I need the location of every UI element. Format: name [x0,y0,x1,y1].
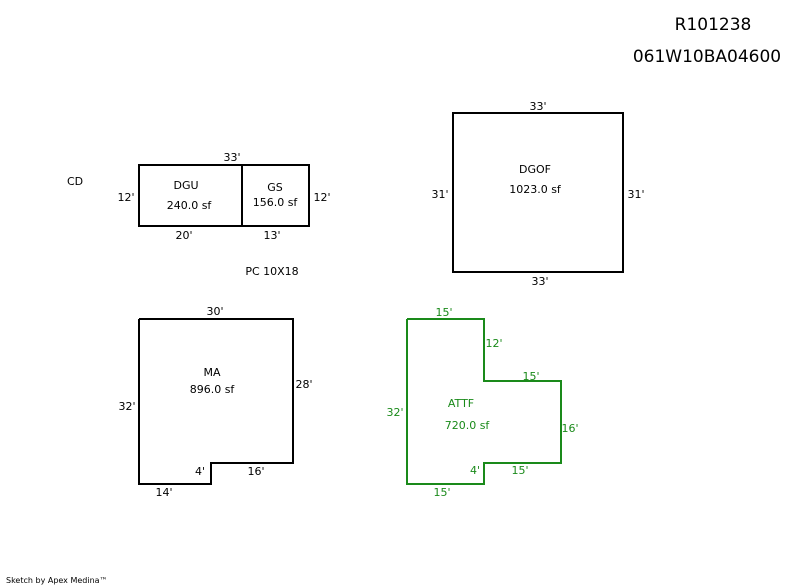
attf-dim-bottom-left: 15' [433,486,450,499]
attf-dim-step: 4' [470,464,480,477]
ma-dim-bottom-right: 16' [247,465,264,478]
attf-sketch: 15' 12' 15' 16' 32' ATTF 720.0 sf 15' 4'… [386,306,578,499]
attf-name: ATTF [448,397,474,410]
dgof-dim-right: 31' [627,188,644,201]
ma-dim-left: 32' [118,400,135,413]
dgof-dim-bottom: 33' [531,275,548,288]
attf-dim-right: 16' [561,422,578,435]
attf-area: 720.0 sf [445,419,491,432]
dgu-dim-left: 12' [117,191,134,204]
cd-label: CD [67,175,83,188]
gs-area: 156.0 sf [253,196,299,209]
ma-dim-top: 30' [206,305,223,318]
ma-dim-right: 28' [295,378,312,391]
attf-dim-bottom-right: 15' [511,464,528,477]
dgof-area: 1023.0 sf [509,183,562,196]
attf-dim-inner-top: 15' [522,370,539,383]
dgu-area: 240.0 sf [167,199,213,212]
ma-name: MA [203,366,220,379]
gs-name: GS [267,181,283,194]
attf-dim-left: 32' [386,406,403,419]
attf-dim-top: 15' [435,306,452,319]
dgof-name: DGOF [519,163,551,176]
dgof-dim-top: 33' [529,100,546,113]
dgof-sketch: 33' 31' 31' DGOF 1023.0 sf 33' [431,100,644,288]
ma-dim-bottom-left: 14' [155,486,172,499]
gs-dim-right: 12' [313,191,330,204]
ma-outline [138,318,294,485]
attf-outline [406,318,562,485]
dgu-gs-outline [138,164,310,227]
dgu-dim-top: 33' [223,151,240,164]
dgu-gs-sketch: 33' 12' DGU 240.0 sf 20' GS 156.0 sf 12'… [117,151,330,242]
dgu-name: DGU [173,179,198,192]
ma-area: 896.0 sf [190,383,236,396]
ma-dim-step: 4' [195,465,205,478]
dgof-outline [452,112,624,273]
dgu-dim-bottom: 20' [175,229,192,242]
sketch-credit: Sketch by Apex Medina™ [6,576,108,585]
pc-label: PC 10X18 [245,265,298,278]
ma-sketch: 30' 28' 32' MA 896.0 sf 16' 4' 14' [118,305,312,499]
record-id: R101238 [675,15,752,35]
gs-dim-bottom: 13' [263,229,280,242]
dgof-dim-left: 31' [431,188,448,201]
attf-dim-inner-vertical: 12' [485,337,502,350]
map-tax-lot: 061W10BA04600 [633,47,781,67]
